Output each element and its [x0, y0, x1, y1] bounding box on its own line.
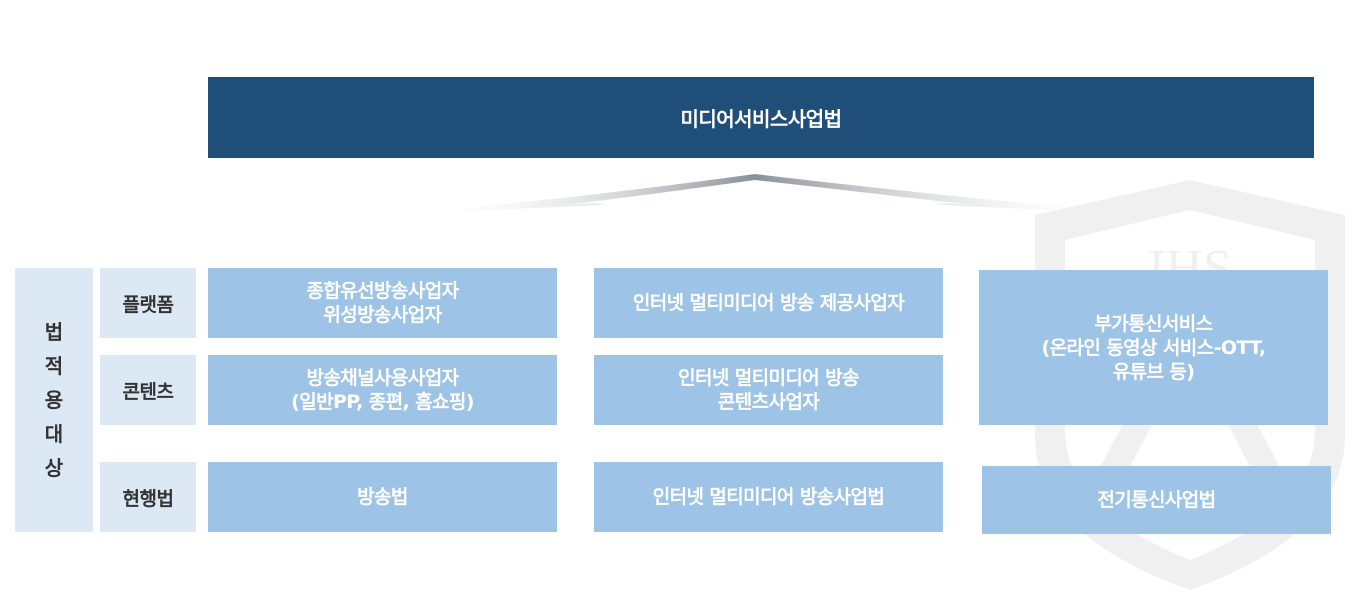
row-label-content: 콘텐츠	[100, 355, 196, 425]
row-label-platform: 플랫폼	[100, 268, 196, 338]
cell-telecom-act: 전기통신사업법	[982, 466, 1331, 534]
cell-line: 인터넷 멀티미디어 방송	[678, 367, 859, 389]
side-char: 상	[44, 456, 64, 480]
cell-cable-satellite: 종합유선방송사업자 위성방송사업자	[208, 268, 557, 338]
side-char: 대	[44, 422, 64, 446]
side-char: 법	[44, 320, 64, 344]
cell-line: (일반PP, 종편, 홈쇼핑)	[291, 391, 474, 413]
cell-channel-operator: 방송채널사용사업자 (일반PP, 종편, 홈쇼핑)	[208, 355, 557, 425]
row-label-law: 현행법	[100, 462, 196, 532]
cell-value-added-service: 부가통신서비스 (온라인 동영상 서비스-OTT, 유튜브 등)	[979, 270, 1328, 425]
side-char: 적	[44, 354, 64, 378]
cell-line: 위성방송사업자	[323, 304, 442, 326]
cell-iptv-content: 인터넷 멀티미디어 방송 콘텐츠사업자	[594, 355, 943, 425]
branch-arrows	[420, 174, 1120, 212]
title-text: 미디어서비스사업법	[680, 107, 842, 131]
cell-line: (온라인 동영상 서비스-OTT,	[1041, 336, 1267, 359]
cell-iptv-act: 인터넷 멀티미디어 방송사업법	[594, 462, 943, 532]
cell-line: 유튜브 등)	[1112, 360, 1195, 383]
cell-iptv-provider: 인터넷 멀티미디어 방송 제공사업자	[594, 268, 943, 338]
legal-target-label: 법 적 용 대 상	[15, 268, 93, 532]
cell-line: 부가통신서비스	[1094, 312, 1213, 335]
cell-broadcasting-act: 방송법	[208, 462, 557, 532]
cell-line: 콘텐츠사업자	[717, 391, 820, 413]
cell-line: 종합유선방송사업자	[306, 280, 460, 302]
cell-line: 방송채널사용사업자	[306, 367, 460, 389]
title-bar: 미디어서비스사업법	[208, 77, 1314, 158]
side-char: 용	[44, 388, 64, 412]
